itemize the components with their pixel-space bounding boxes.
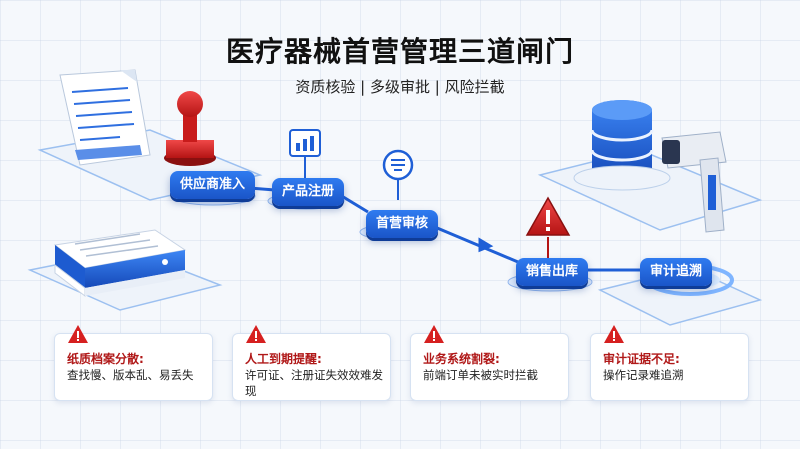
flow-step-review: 首营审核	[366, 210, 439, 238]
warning-icon	[604, 325, 624, 343]
risk-card-heading: 人工到期提醒:	[245, 352, 322, 366]
risk-card-text: 操作记录难追溯	[603, 368, 684, 382]
risk-card-paper-archive: 纸质档案分散: 查找慢、版本乱、易丢失	[54, 325, 213, 401]
risk-card-heading: 审计证据不足:	[603, 352, 680, 366]
page-title: 医疗器械首营管理三道闸门	[225, 35, 574, 68]
chart-card-icon	[289, 129, 321, 178]
risk-card-text: 查找慢、版本乱、易丢失	[67, 368, 194, 382]
flow-step-supplier: 供应商准入	[170, 171, 256, 199]
flow-step-outbound: 销售出库	[516, 258, 589, 286]
stamp-icon	[164, 91, 216, 166]
risk-card-heading: 纸质档案分散:	[67, 352, 144, 366]
flow-step-product: 产品注册	[272, 178, 345, 206]
database-icon	[573, 100, 671, 191]
risk-card-text: 前端订单未被实时拦截	[423, 368, 538, 382]
warning-icon	[246, 325, 266, 343]
flow-arrows	[249, 186, 640, 272]
page-subtitle: 资质核验 | 多级审批 | 风险拦截	[295, 78, 505, 96]
risk-card-text: 许可证、注册证失效效难发现	[245, 368, 383, 398]
scanner-icon	[661, 131, 727, 233]
shield-badge-icon	[382, 149, 414, 200]
warning-icon	[525, 196, 571, 258]
risk-card-system-split: 业务系统割裂: 前端订单未被实时拦截	[410, 325, 569, 401]
warning-icon	[424, 325, 444, 343]
risk-card-manual-reminder: 人工到期提醒: 许可证、注册证失效效难发现	[232, 325, 391, 401]
warning-icon	[68, 325, 88, 343]
risk-card-heading: 业务系统割裂:	[423, 352, 500, 366]
document-icon	[59, 69, 151, 166]
binder-stack-icon	[53, 229, 187, 298]
flow-step-audit: 审计追溯	[640, 258, 713, 286]
risk-card-audit-evidence: 审计证据不足: 操作记录难追溯	[590, 325, 749, 401]
